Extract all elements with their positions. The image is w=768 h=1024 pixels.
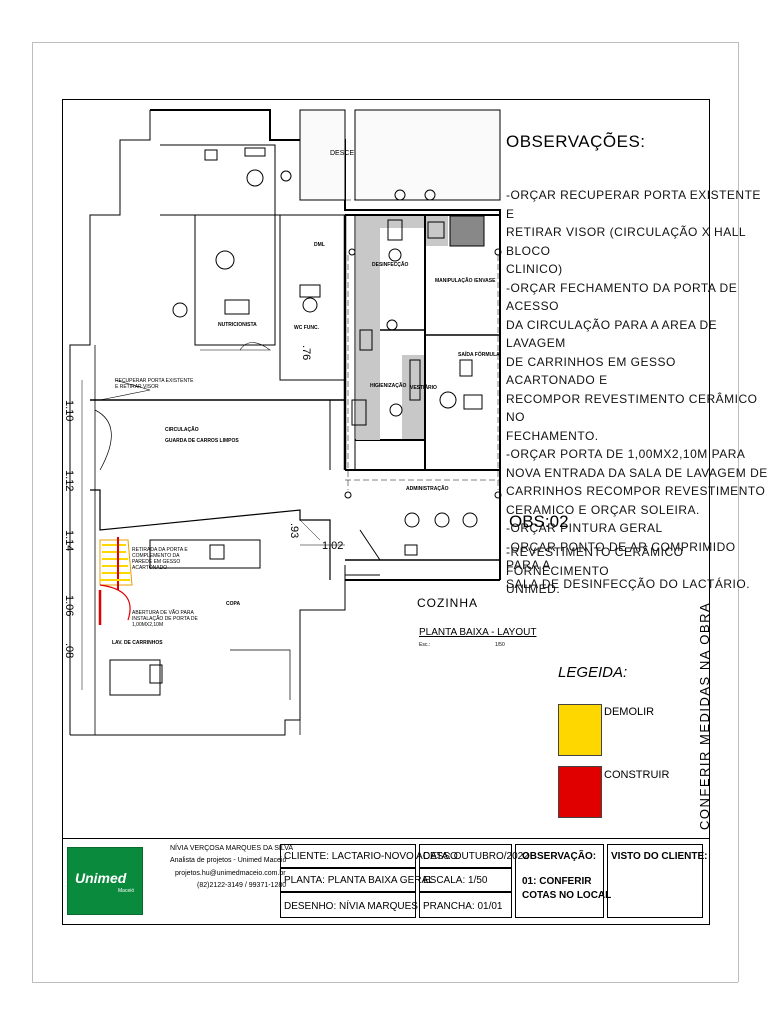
room-vestiario: VESTIÁRIO xyxy=(410,385,437,391)
room-lav: LAV. DE CARRINHOS xyxy=(112,640,163,646)
left-border-line xyxy=(32,42,33,982)
note-line: DE CARRINHOS EM GESSO ACARTONADO E xyxy=(506,354,676,388)
observations-title: OBSERVAÇÕES: xyxy=(506,132,646,151)
cliente-text: CLIENTE: LACTARIO-NOVO ACESSO xyxy=(284,851,458,862)
unimed-logo: Unimed Maceió xyxy=(67,847,143,915)
note-line: -ORÇAR PINTURA GERAL xyxy=(506,521,663,535)
planta-cell xyxy=(280,868,416,892)
escala-text: ESCALA: 1/50 xyxy=(423,875,488,886)
right-border-line xyxy=(738,42,739,982)
observations-list: -ORÇAR RECUPERAR PORTA EXISTENTE E RETIRA… xyxy=(506,186,768,593)
dim-6: 1.02 xyxy=(322,540,344,552)
obs02-title: OBS:02 xyxy=(509,512,569,531)
dim-7: .93 xyxy=(288,523,300,539)
room-dml: DML xyxy=(314,242,325,248)
note-line: DA CIRCULAÇÃO PARA A AREA DE LAVAGEM xyxy=(506,317,718,351)
legend-swatch-construir xyxy=(558,766,602,818)
note-line: RETIRAR VISOR (CIRCULAÇÃO X HALL BLOCO xyxy=(506,225,746,258)
room-saida: SAÍDA FÓRMULA xyxy=(458,352,500,358)
dim-5: .08 xyxy=(63,643,75,659)
note-line: CARRINHOS RECOMPOR REVESTIMENTO xyxy=(506,484,766,498)
room-desinfeccao: DESINFECÇÃO xyxy=(372,262,409,268)
room-administracao: ADMINISTRAÇÃO xyxy=(406,486,449,492)
cliente-cell xyxy=(280,844,416,868)
visto-cell xyxy=(607,844,703,918)
author-name: NÍVIA VERÇOSA MARQUES DA SILVA xyxy=(170,845,294,852)
logo-sub: Maceió xyxy=(118,888,135,894)
room-circulacao: CIRCULAÇÃO xyxy=(165,427,199,433)
note-line: UNIMED. xyxy=(506,582,561,596)
dim-8: .76 xyxy=(300,345,312,361)
room-cozinha: COZINHA xyxy=(417,596,478,610)
legend-label-construir: CONSTRUIR xyxy=(604,769,670,781)
legend-swatch-demolir xyxy=(558,704,602,756)
visto-label: VISTO DO CLIENTE: xyxy=(611,851,708,862)
room-guarda: GUARDA DE CARROS LIMPOS xyxy=(165,438,239,444)
author-role: Analista de projetos - Unimed Maceió xyxy=(170,857,287,864)
titleblock-frame xyxy=(62,838,710,925)
scale-left: Esc.: xyxy=(419,642,431,648)
bottom-border-line xyxy=(32,982,738,983)
dim-2: 1.12 xyxy=(63,470,75,492)
note-line: -REVESTIMENTO CERÂMICO FORNECIMENTO xyxy=(506,545,684,578)
author-phone: (82)2122-3149 / 99371-1280 xyxy=(197,882,287,889)
note-line: FECHAMENTO. xyxy=(506,428,599,443)
author-email: projetos.hu@unimedmaceio.com.br xyxy=(175,870,286,877)
note-line: SALA DE DESINFECÇÃO DO LACTÁRIO. xyxy=(506,576,751,591)
observacao-label: OBSERVAÇÃO: xyxy=(522,851,597,862)
note-abertura: ABERTURA DE VÃO PARA INSTALAÇÃO DE PORTA… xyxy=(132,610,198,628)
obs02-list: -REVESTIMENTO CERÂMICO FORNECIMENTO UNIME… xyxy=(506,543,768,599)
observacao-cell xyxy=(515,844,604,918)
note-recuperar: RECUPERAR PORTA EXISTENTE E RETIRAR VISO… xyxy=(115,378,194,390)
dim-3: 1.14 xyxy=(63,530,75,552)
room-higienizacao: HIGIENIZAÇÃO xyxy=(370,383,407,389)
escala-cell xyxy=(419,868,512,892)
top-border-line xyxy=(32,42,738,43)
legend-title: LEGEIDA: xyxy=(558,664,628,681)
logo-text: Unimed xyxy=(75,870,127,886)
desenho-cell xyxy=(280,892,416,918)
vertical-note: CONFERIR MEDIDAS NA OBRA xyxy=(697,601,712,830)
observacao-text-2: COTAS NO LOCAL xyxy=(522,890,612,901)
planta-text: PLANTA: PLANTA BAIXA GERAL xyxy=(284,875,434,886)
legend-label-demolir: DEMOLIR xyxy=(604,706,655,718)
room-wc: WC FUNC. xyxy=(294,325,319,331)
note-line: RECOMPOR REVESTIMENTO CERÂMICO NO xyxy=(506,391,758,425)
note-line: NOVA ENTRADA DA SALA DE LAVAGEM DE xyxy=(506,465,768,480)
dim-1: 1.10 xyxy=(63,400,75,422)
dim-4: 1.06 xyxy=(63,595,75,617)
room-copa: COPA xyxy=(226,601,241,607)
scale-right: 1/50 xyxy=(495,642,505,648)
note-line: -ORÇAR PONTO DE AR COMPRIMIDO PARA A xyxy=(506,539,736,573)
room-desce: DESCE xyxy=(330,150,355,157)
room-manipulacao: MANIPULAÇÃO /ENVASE xyxy=(435,278,496,284)
sheet-title: PLANTA BAIXA - LAYOUT xyxy=(419,627,537,638)
room-nutricionista: NUTRICIONISTA xyxy=(218,322,257,328)
prancha-cell xyxy=(419,892,512,918)
note-retirada: RETIRADA DA PORTA E COMPLEMENTO DA PARED… xyxy=(132,547,188,571)
observacao-text-1: 01: CONFERIR xyxy=(522,876,592,887)
note-line: -ORÇAR PORTA DE 1,00MX2,10M PARA xyxy=(506,447,746,461)
desenho-text: DESENHO: NÍVIA MARQUES xyxy=(284,901,418,912)
note-line: -ORÇAR FECHAMENTO DA PORTA DE ACESSO xyxy=(506,280,738,314)
note-line: -ORÇAR RECUPERAR PORTA EXISTENTE E xyxy=(506,188,761,221)
note-line: CLINICO) xyxy=(506,262,563,276)
data-cell xyxy=(419,844,512,868)
data-text: DATA: OUTUBRO/2022 xyxy=(423,851,529,862)
prancha-text: PRANCHA: 01/01 xyxy=(423,901,503,912)
note-line: CERAMICO E ORÇAR SOLEIRA. xyxy=(506,502,700,517)
